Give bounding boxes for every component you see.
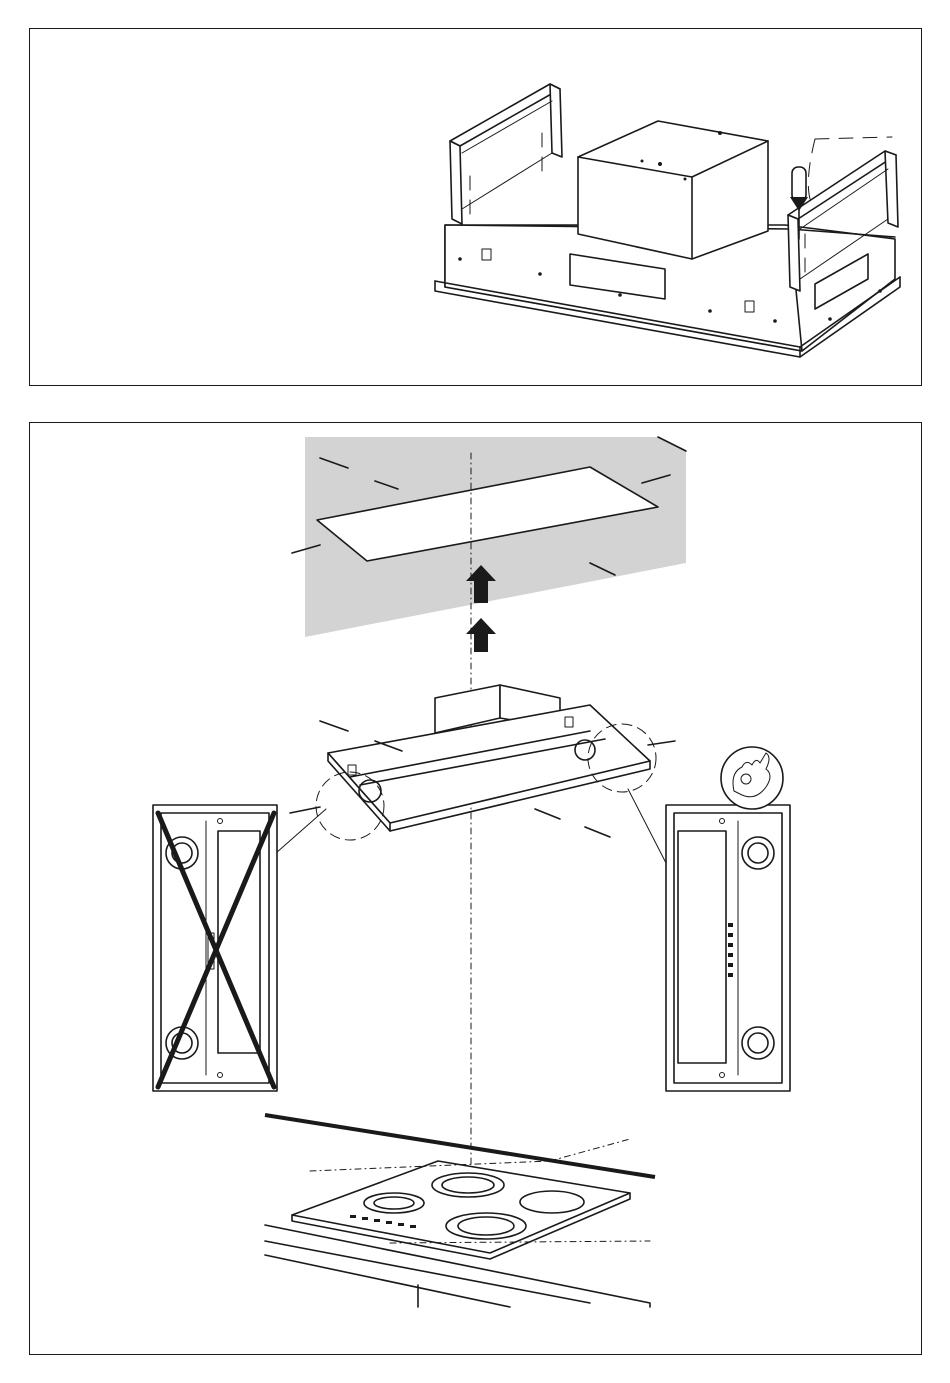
bracket-fixing-illustration [30, 29, 923, 387]
hood-unit [290, 685, 675, 840]
step-panel-ceiling-insertion [29, 422, 922, 1355]
ceiling-insertion-illustration [30, 423, 923, 1356]
motor-box [578, 121, 768, 259]
left-bracket [450, 84, 562, 224]
step-panel-bracket-fixing [29, 28, 922, 386]
leader-line-right [628, 789, 666, 863]
wrong-orientation-view [153, 805, 277, 1091]
correct-orientation-view [666, 805, 790, 1091]
ok-hand-icon [721, 747, 783, 809]
leader-line-left [276, 809, 326, 853]
ceiling [292, 437, 686, 637]
